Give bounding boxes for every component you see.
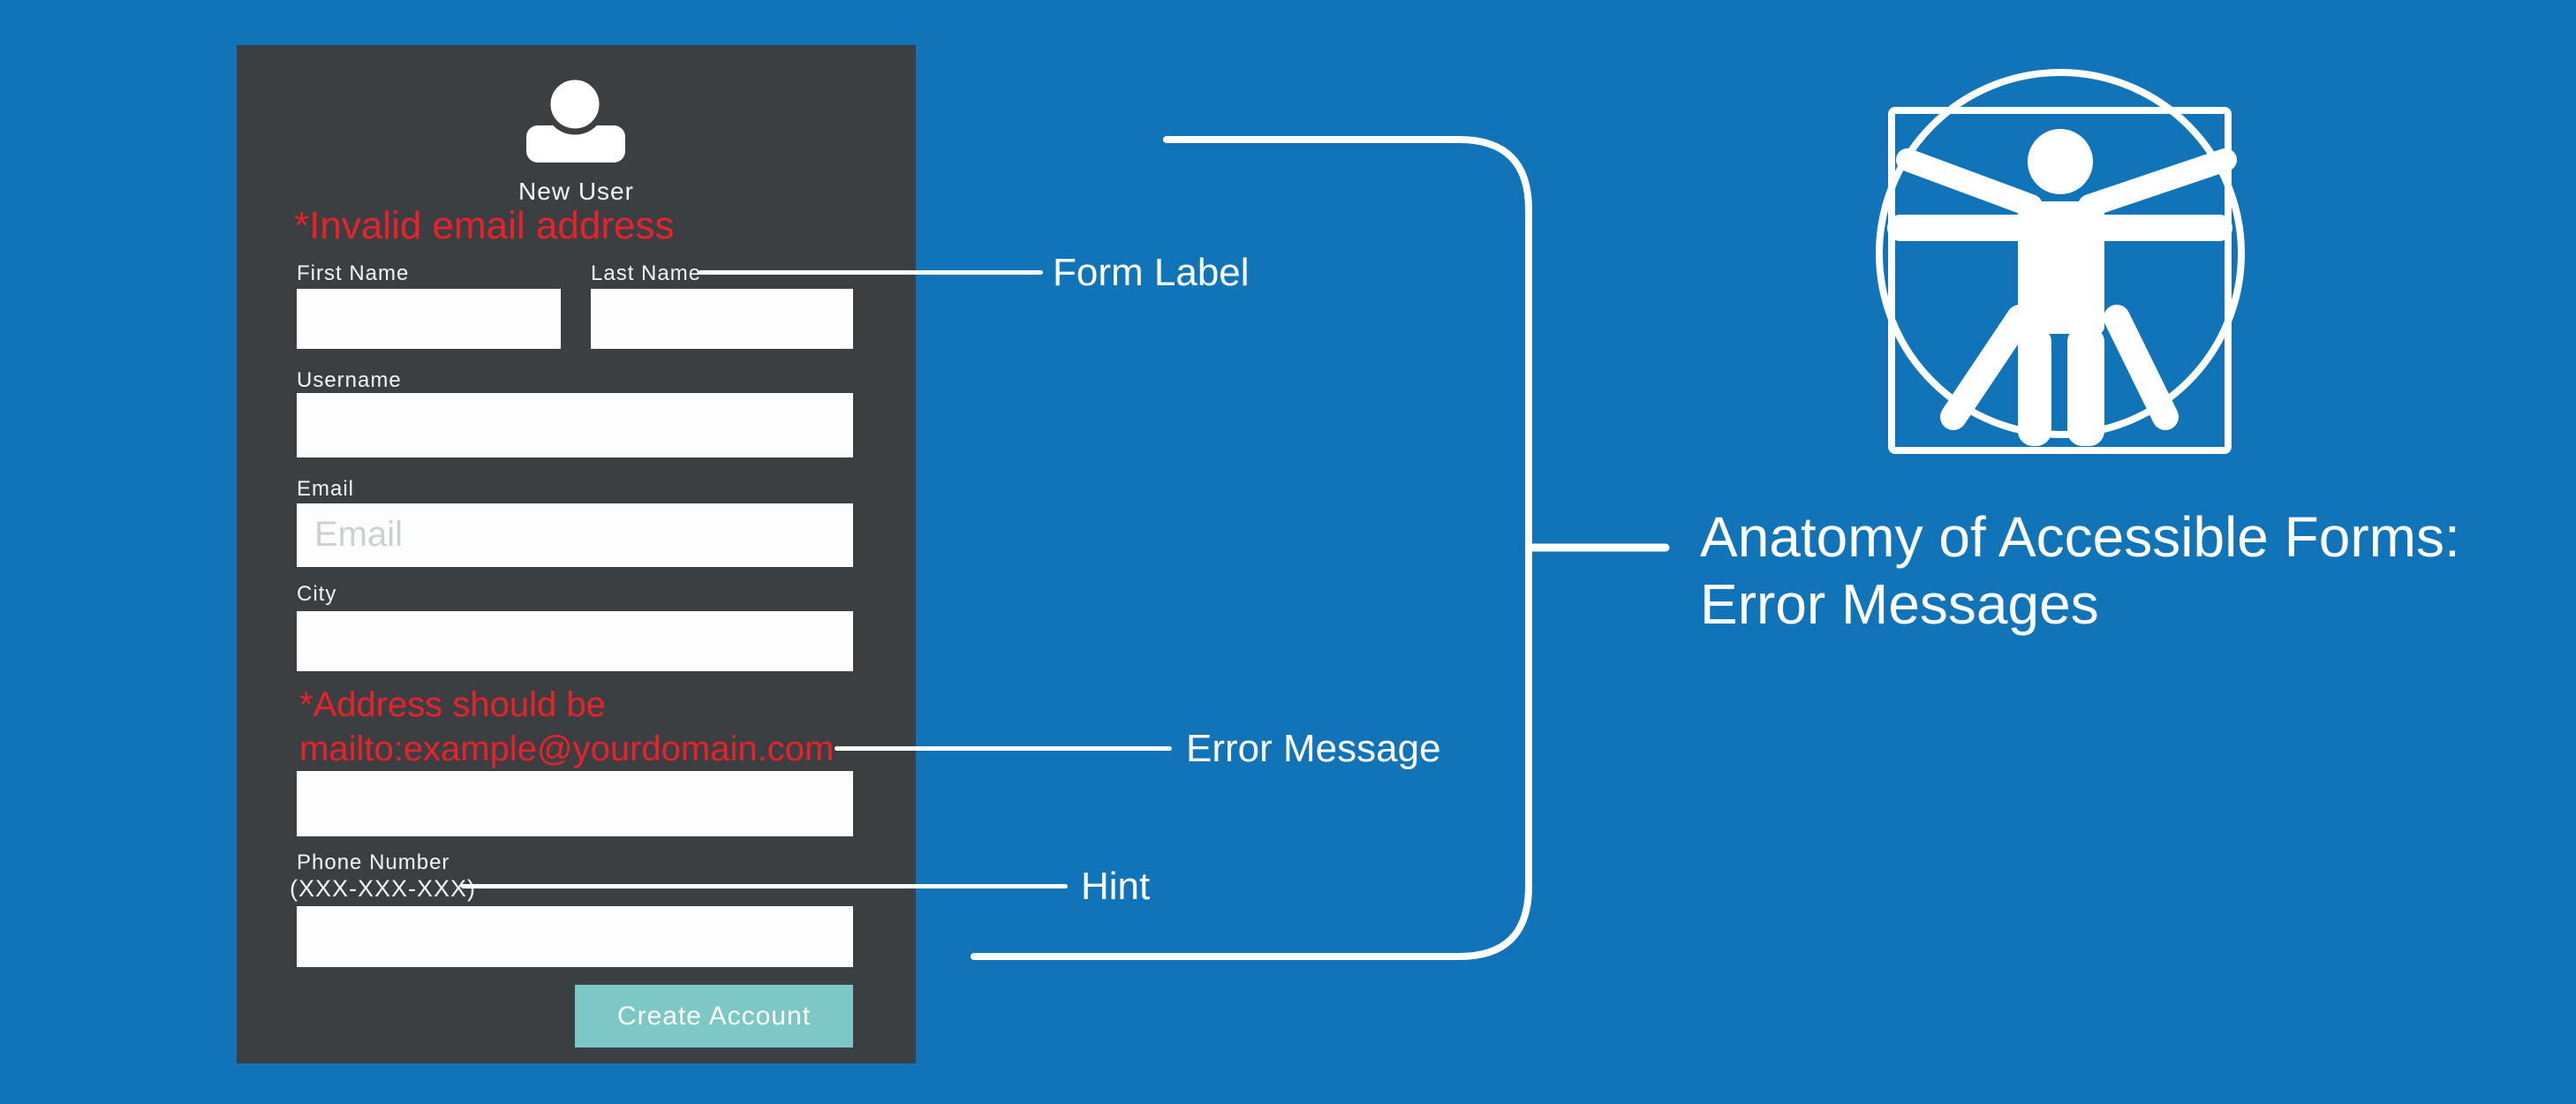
annotation-form-label: Form Label bbox=[1053, 251, 1250, 294]
form-card: New User *Invalid email address First Na… bbox=[237, 45, 916, 1063]
city-input[interactable] bbox=[297, 611, 853, 671]
error-message-leader-line bbox=[835, 746, 1172, 751]
form-label-leader-line bbox=[699, 270, 1043, 275]
phone-input[interactable] bbox=[297, 906, 853, 967]
address-error-line1: *Address should be bbox=[299, 685, 606, 724]
last-name-input[interactable] bbox=[591, 289, 853, 349]
username-input[interactable] bbox=[297, 393, 853, 457]
poster-title: Anatomy of Accessible Forms: Error Messa… bbox=[1700, 503, 2460, 638]
last-name-label: Last Name bbox=[591, 261, 702, 285]
address-error-line2: mailto:example@yourdomain.com bbox=[299, 730, 835, 768]
phone-hint-text: (XXX-XXX-XXX) bbox=[290, 875, 477, 902]
user-icon bbox=[526, 73, 625, 163]
poster-title-line1: Anatomy of Accessible Forms: bbox=[1700, 505, 2460, 569]
annotation-error-message: Error Message bbox=[1186, 727, 1441, 770]
first-name-label: First Name bbox=[297, 261, 410, 285]
create-account-button[interactable]: Create Account bbox=[575, 985, 853, 1047]
email-input[interactable] bbox=[297, 503, 853, 567]
annotation-hint: Hint bbox=[1081, 865, 1151, 908]
address-error-text: *Address should be mailto:example@yourdo… bbox=[299, 683, 834, 771]
username-label: Username bbox=[297, 368, 402, 392]
city-label: City bbox=[297, 582, 337, 606]
first-name-input[interactable] bbox=[297, 289, 561, 349]
vitruvian-man-icon bbox=[1876, 69, 2245, 454]
phone-label: Phone Number bbox=[297, 851, 450, 874]
email-label: Email bbox=[297, 477, 355, 501]
hint-leader-line bbox=[461, 884, 1068, 888]
top-error-text: *Invalid email address bbox=[294, 204, 675, 247]
address-input[interactable] bbox=[297, 771, 853, 836]
poster-title-line2: Error Messages bbox=[1700, 572, 2099, 636]
form-header: New User bbox=[518, 178, 634, 205]
